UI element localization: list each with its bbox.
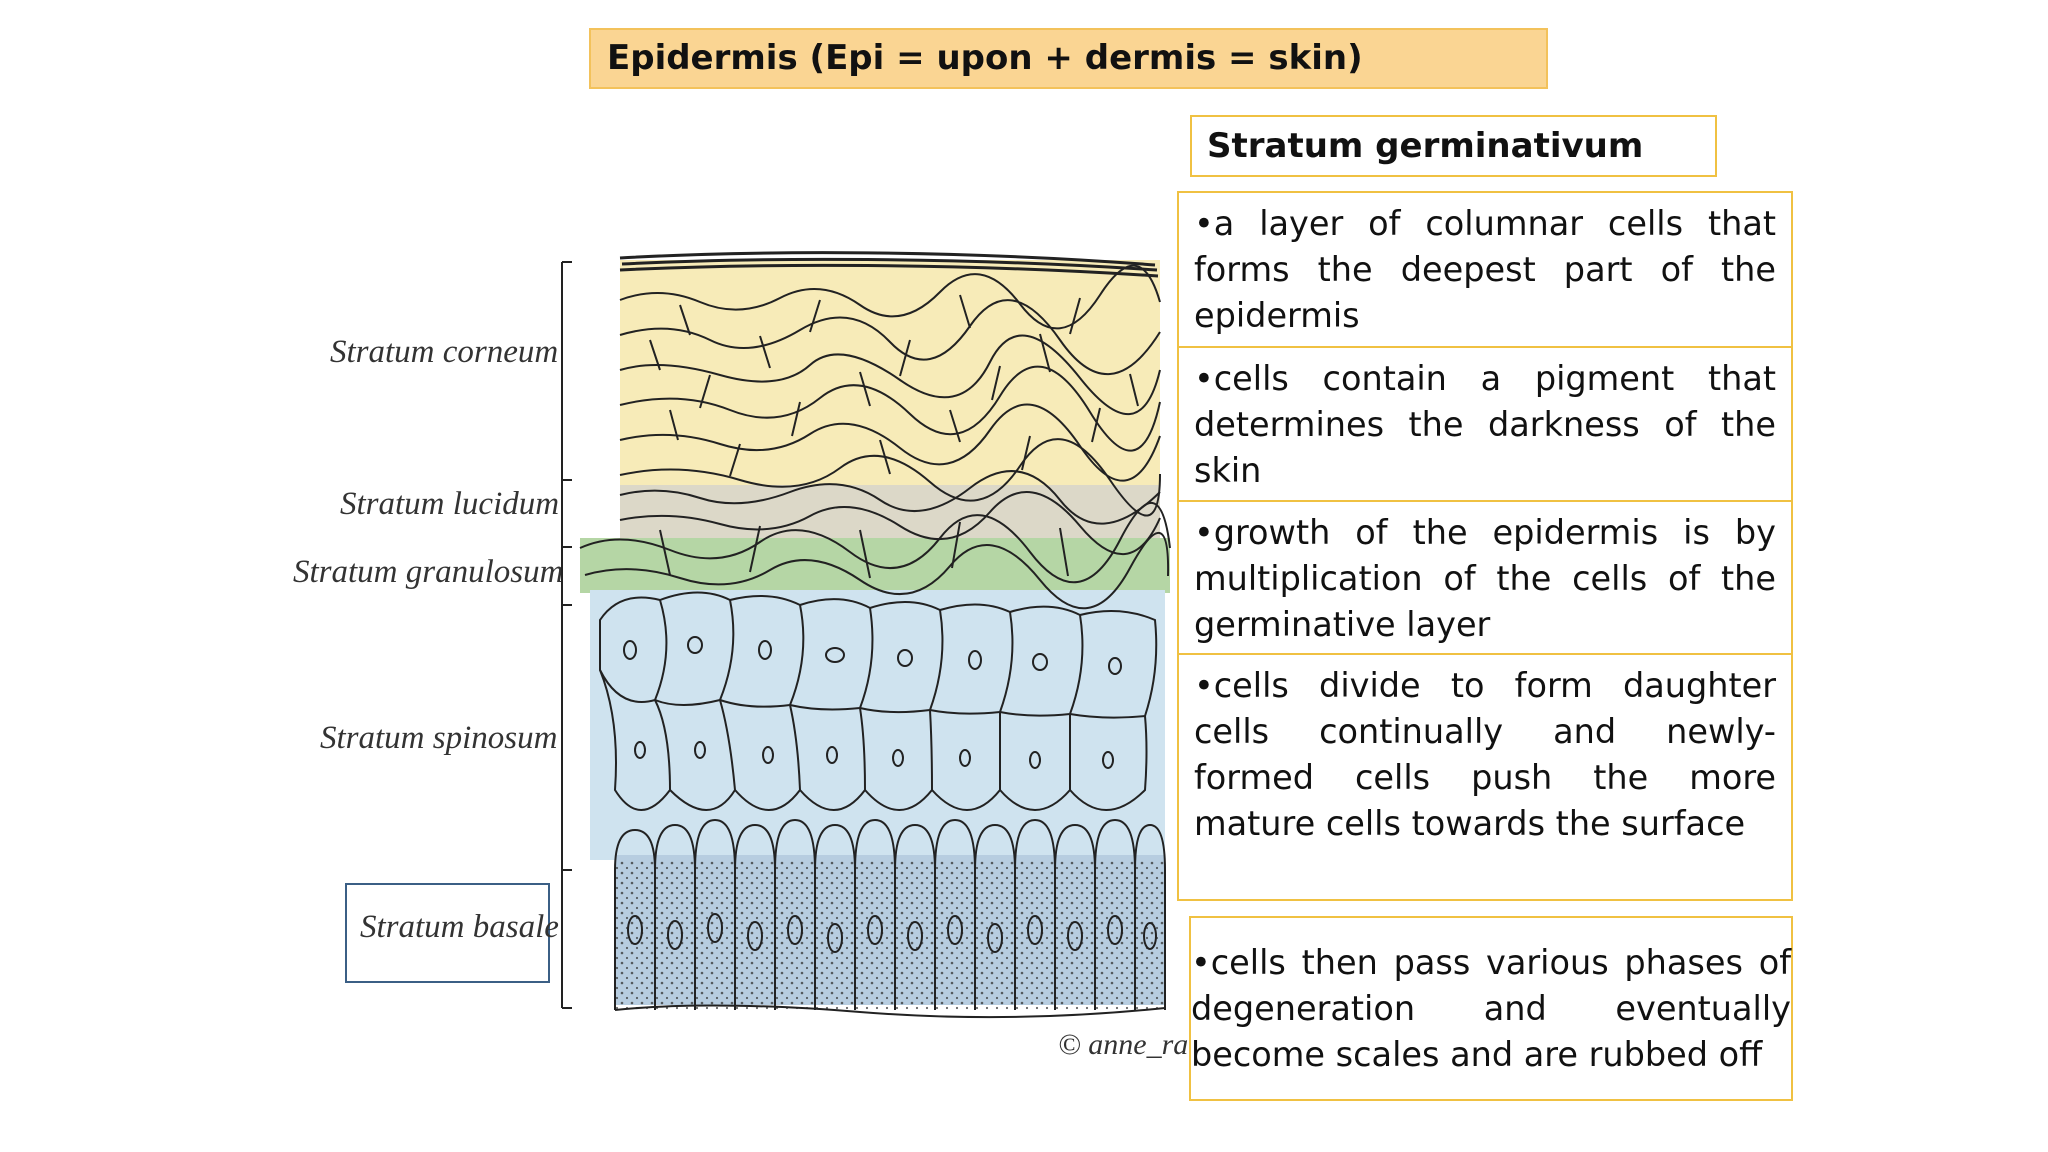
label-stratum-corneum: Stratum corneum: [330, 334, 559, 370]
basale-highlight-box: [345, 883, 550, 983]
bullet-5: •cells then pass various phases of degen…: [1189, 916, 1793, 1101]
label-stratum-lucidum: Stratum lucidum: [340, 486, 560, 522]
bullet-2: •cells contain a pigment that determines…: [1179, 346, 1791, 500]
bullet-panel: •a layer of columnar cells that forms th…: [1177, 191, 1793, 901]
bullet-4: •cells divide to form daughter cells con…: [1179, 653, 1791, 899]
bullet-1: •a layer of columnar cells that forms th…: [1194, 204, 1776, 335]
spinosum-nuclei: [623, 636, 1122, 769]
lucidum-layer: [620, 485, 1160, 540]
bullet-3: •growth of the epidermis is by multiplic…: [1179, 500, 1791, 653]
slide-title: Epidermis (Epi = upon + dermis = skin): [589, 28, 1548, 89]
corneum-layer: [620, 260, 1160, 490]
basale-nuclei: [627, 913, 1157, 953]
columnar-cells: [614, 818, 1166, 1010]
label-stratum-granulosum: Stratum granulosum: [293, 554, 564, 590]
label-stratum-basale: Stratum basale: [360, 909, 559, 945]
section-heading: Stratum germinativum: [1190, 115, 1717, 177]
label-stratum-spinosum: Stratum spinosum: [320, 720, 558, 756]
epidermis-diagram: [579, 251, 1171, 1019]
copyright-credit: © anne_ra: [1058, 1028, 1188, 1061]
